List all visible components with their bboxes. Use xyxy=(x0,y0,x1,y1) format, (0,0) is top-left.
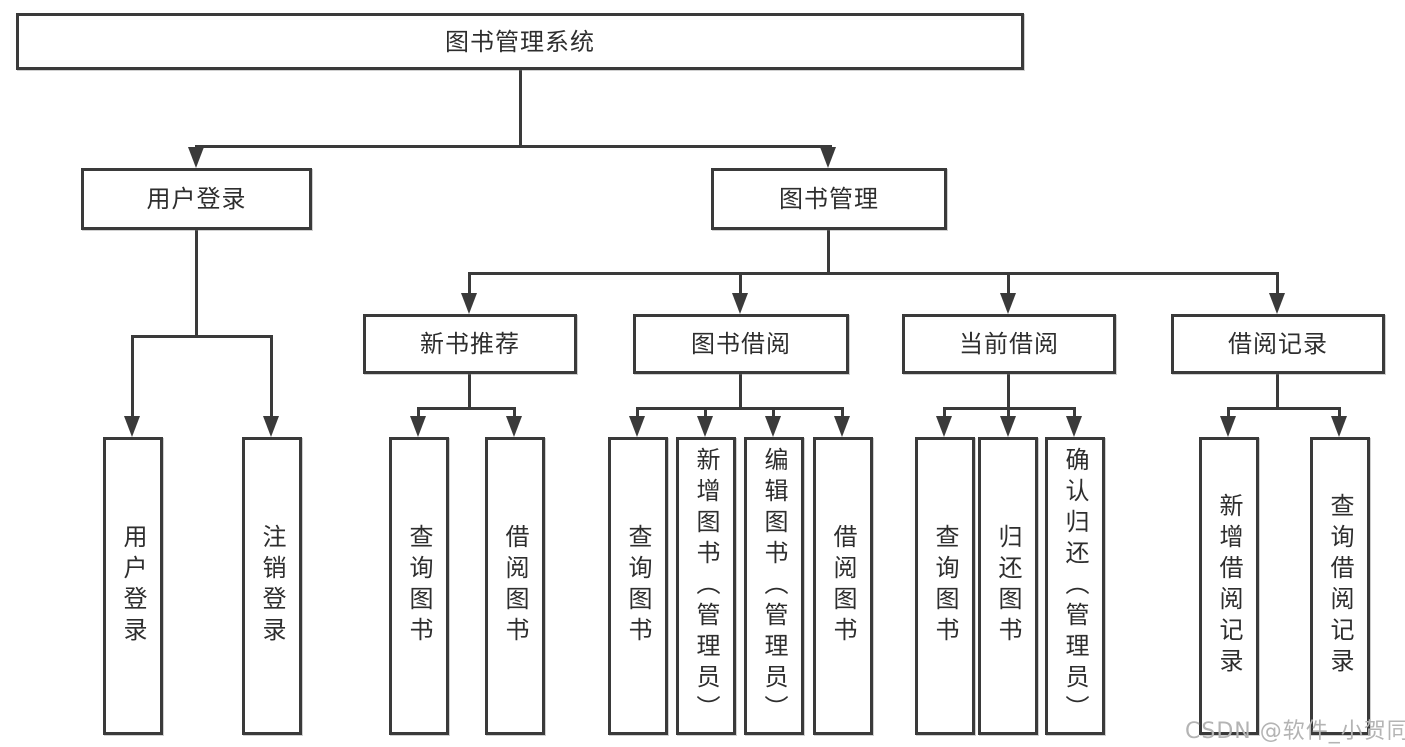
node-query-books-recommend: 查询图书 xyxy=(389,437,449,735)
node-return-books: 归还图书 xyxy=(978,437,1038,735)
watermark-text: CSDN @软件_小贺同学 xyxy=(1185,719,1405,744)
node-confirm-return-admin: 确认归还（管理员） xyxy=(1045,437,1105,735)
connector-line xyxy=(1007,407,1010,421)
arrowhead-down-icon xyxy=(124,416,140,437)
arrowhead-down-icon xyxy=(263,416,279,437)
node-library-management-system: 图书管理系统 xyxy=(16,13,1024,70)
arrowhead-down-icon xyxy=(936,416,952,437)
connector-line xyxy=(1073,407,1076,421)
node-book-borrowing: 图书借阅 xyxy=(633,314,849,374)
node-book-management: 图书管理 xyxy=(711,168,947,230)
connector-line xyxy=(1007,373,1010,409)
node-current-borrowing: 当前借阅 xyxy=(902,314,1116,374)
connector-line xyxy=(468,272,471,297)
connector-line xyxy=(1338,407,1341,421)
node-logout: 注销登录 xyxy=(242,437,302,735)
node-query-borrow-record: 查询借阅记录 xyxy=(1310,437,1370,735)
node-borrow-books-recommend: 借阅图书 xyxy=(485,437,545,735)
arrowhead-down-icon xyxy=(506,416,522,437)
connector-line xyxy=(739,272,742,297)
connector-line xyxy=(195,145,832,148)
connector-line xyxy=(704,407,707,421)
arrowhead-down-icon xyxy=(410,416,426,437)
node-query-books-borrowing: 查询图书 xyxy=(608,437,668,735)
connector-line xyxy=(417,407,516,410)
connector-line xyxy=(131,335,273,338)
connector-line xyxy=(1227,407,1341,410)
connector-line xyxy=(513,407,516,421)
connector-line xyxy=(636,407,639,421)
arrowhead-down-icon xyxy=(834,416,850,437)
connector-line xyxy=(468,373,471,409)
connector-line xyxy=(1276,373,1279,409)
connector-line xyxy=(1276,272,1279,297)
connector-line xyxy=(739,373,742,409)
node-new-book-recommendation: 新书推荐 xyxy=(363,314,577,374)
arrowhead-down-icon xyxy=(1269,293,1285,314)
connector-line xyxy=(270,335,273,419)
node-edit-books-admin: 编辑图书（管理员） xyxy=(744,437,804,735)
connector-line xyxy=(772,407,775,421)
connector-line xyxy=(417,407,420,421)
arrowhead-down-icon xyxy=(629,416,645,437)
arrowhead-down-icon xyxy=(1066,416,1082,437)
connector-line xyxy=(841,407,844,421)
connector-line xyxy=(943,407,946,421)
connector-line xyxy=(636,407,844,410)
node-user-login-group: 用户登录 xyxy=(81,168,312,230)
node-borrowing-records: 借阅记录 xyxy=(1171,314,1385,374)
arrowhead-down-icon xyxy=(461,293,477,314)
arrowhead-down-icon xyxy=(1000,293,1016,314)
connector-line xyxy=(195,229,198,337)
connector-line xyxy=(468,272,1279,275)
arrowhead-down-icon xyxy=(188,147,204,168)
connector-line xyxy=(131,335,134,419)
arrowhead-down-icon xyxy=(820,147,836,168)
connector-line xyxy=(1227,407,1230,421)
arrowhead-down-icon xyxy=(1220,416,1236,437)
node-add-borrow-record: 新增借阅记录 xyxy=(1199,437,1259,735)
connector-line xyxy=(827,229,830,274)
arrowhead-down-icon xyxy=(1000,416,1016,437)
connector-line xyxy=(1007,272,1010,297)
node-user-login: 用户登录 xyxy=(103,437,163,735)
connector-line xyxy=(519,69,522,147)
node-add-books-admin: 新增图书（管理员） xyxy=(676,437,736,735)
node-query-books-current: 查询图书 xyxy=(915,437,975,735)
arrowhead-down-icon xyxy=(697,416,713,437)
arrowhead-down-icon xyxy=(1331,416,1347,437)
node-borrow-books: 借阅图书 xyxy=(813,437,873,735)
arrowhead-down-icon xyxy=(765,416,781,437)
arrowhead-down-icon xyxy=(732,293,748,314)
